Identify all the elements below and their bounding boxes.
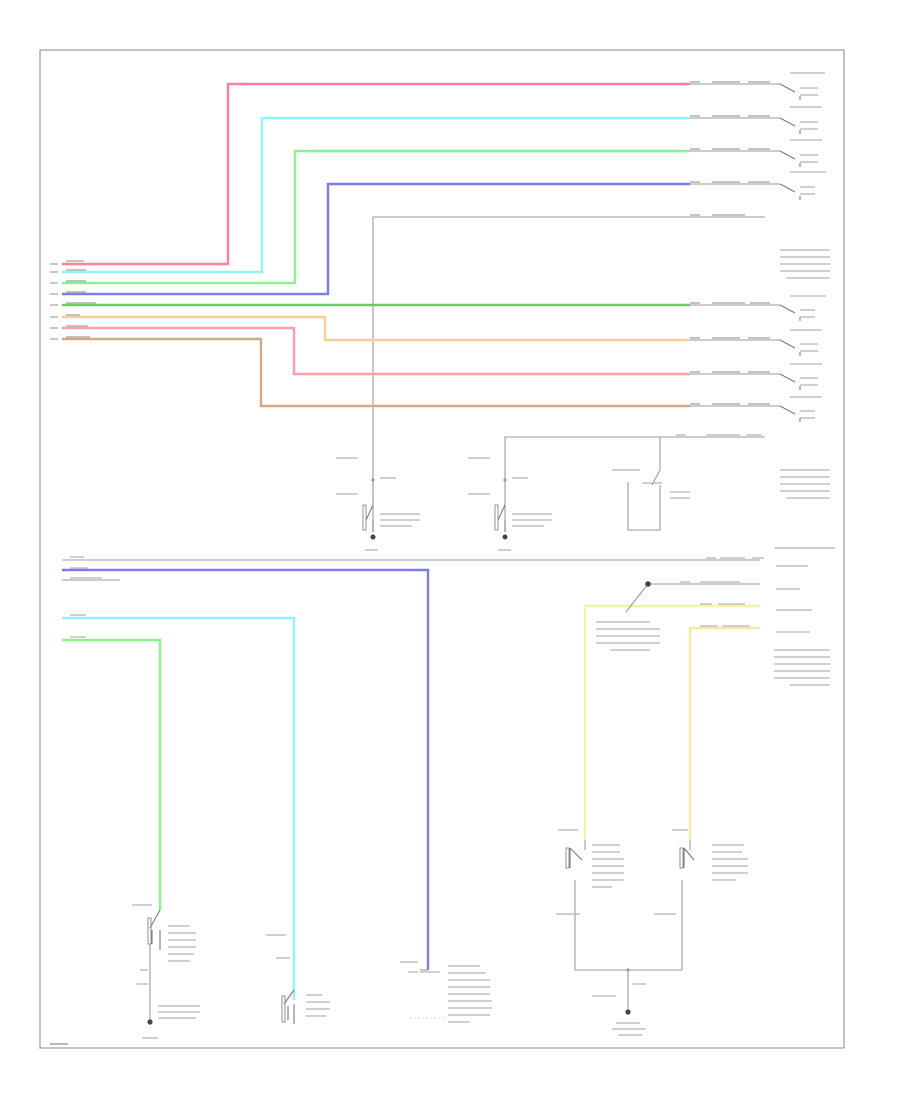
lever-switch-blue [400,961,492,1023]
wire-blue [62,182,690,296]
component-label-blocks [780,72,830,499]
door-switch-left [336,457,420,551]
pressure-switch-left [556,829,624,970]
wire-label-marks [66,81,770,405]
right-connectors-top [690,83,780,407]
hood-switch [266,934,330,1024]
door-switch-middle [468,436,661,551]
wire-yellow-1 [583,604,760,840]
pointer-line [625,583,649,613]
ground-icon [370,534,376,540]
wire-salmon [62,326,690,376]
door-switch-right [612,434,765,531]
wire-yellow-2 [688,626,760,840]
wire-cyan [62,116,690,274]
wire-green-bottom [62,638,162,910]
pressure-switch-right [654,829,748,970]
diagram-frame [39,49,845,1049]
wire-pink [62,82,690,266]
right-labels-middle [70,556,830,686]
wire-orange [62,315,690,342]
wire-gray-top [372,216,690,520]
connector-dot-icon [645,581,651,587]
ground-icon [625,1009,631,1015]
wire-cyan-bottom [62,616,296,1000]
wire-green [62,149,690,285]
wire-brown [62,337,690,408]
ground-icon [502,534,508,540]
brake-switch [132,904,200,1039]
ground-icon [147,1019,153,1025]
left-connector-pins [50,263,58,340]
switch-icon [779,83,801,422]
wire-blue-bottom [62,568,430,970]
ground-junction [575,968,682,1036]
